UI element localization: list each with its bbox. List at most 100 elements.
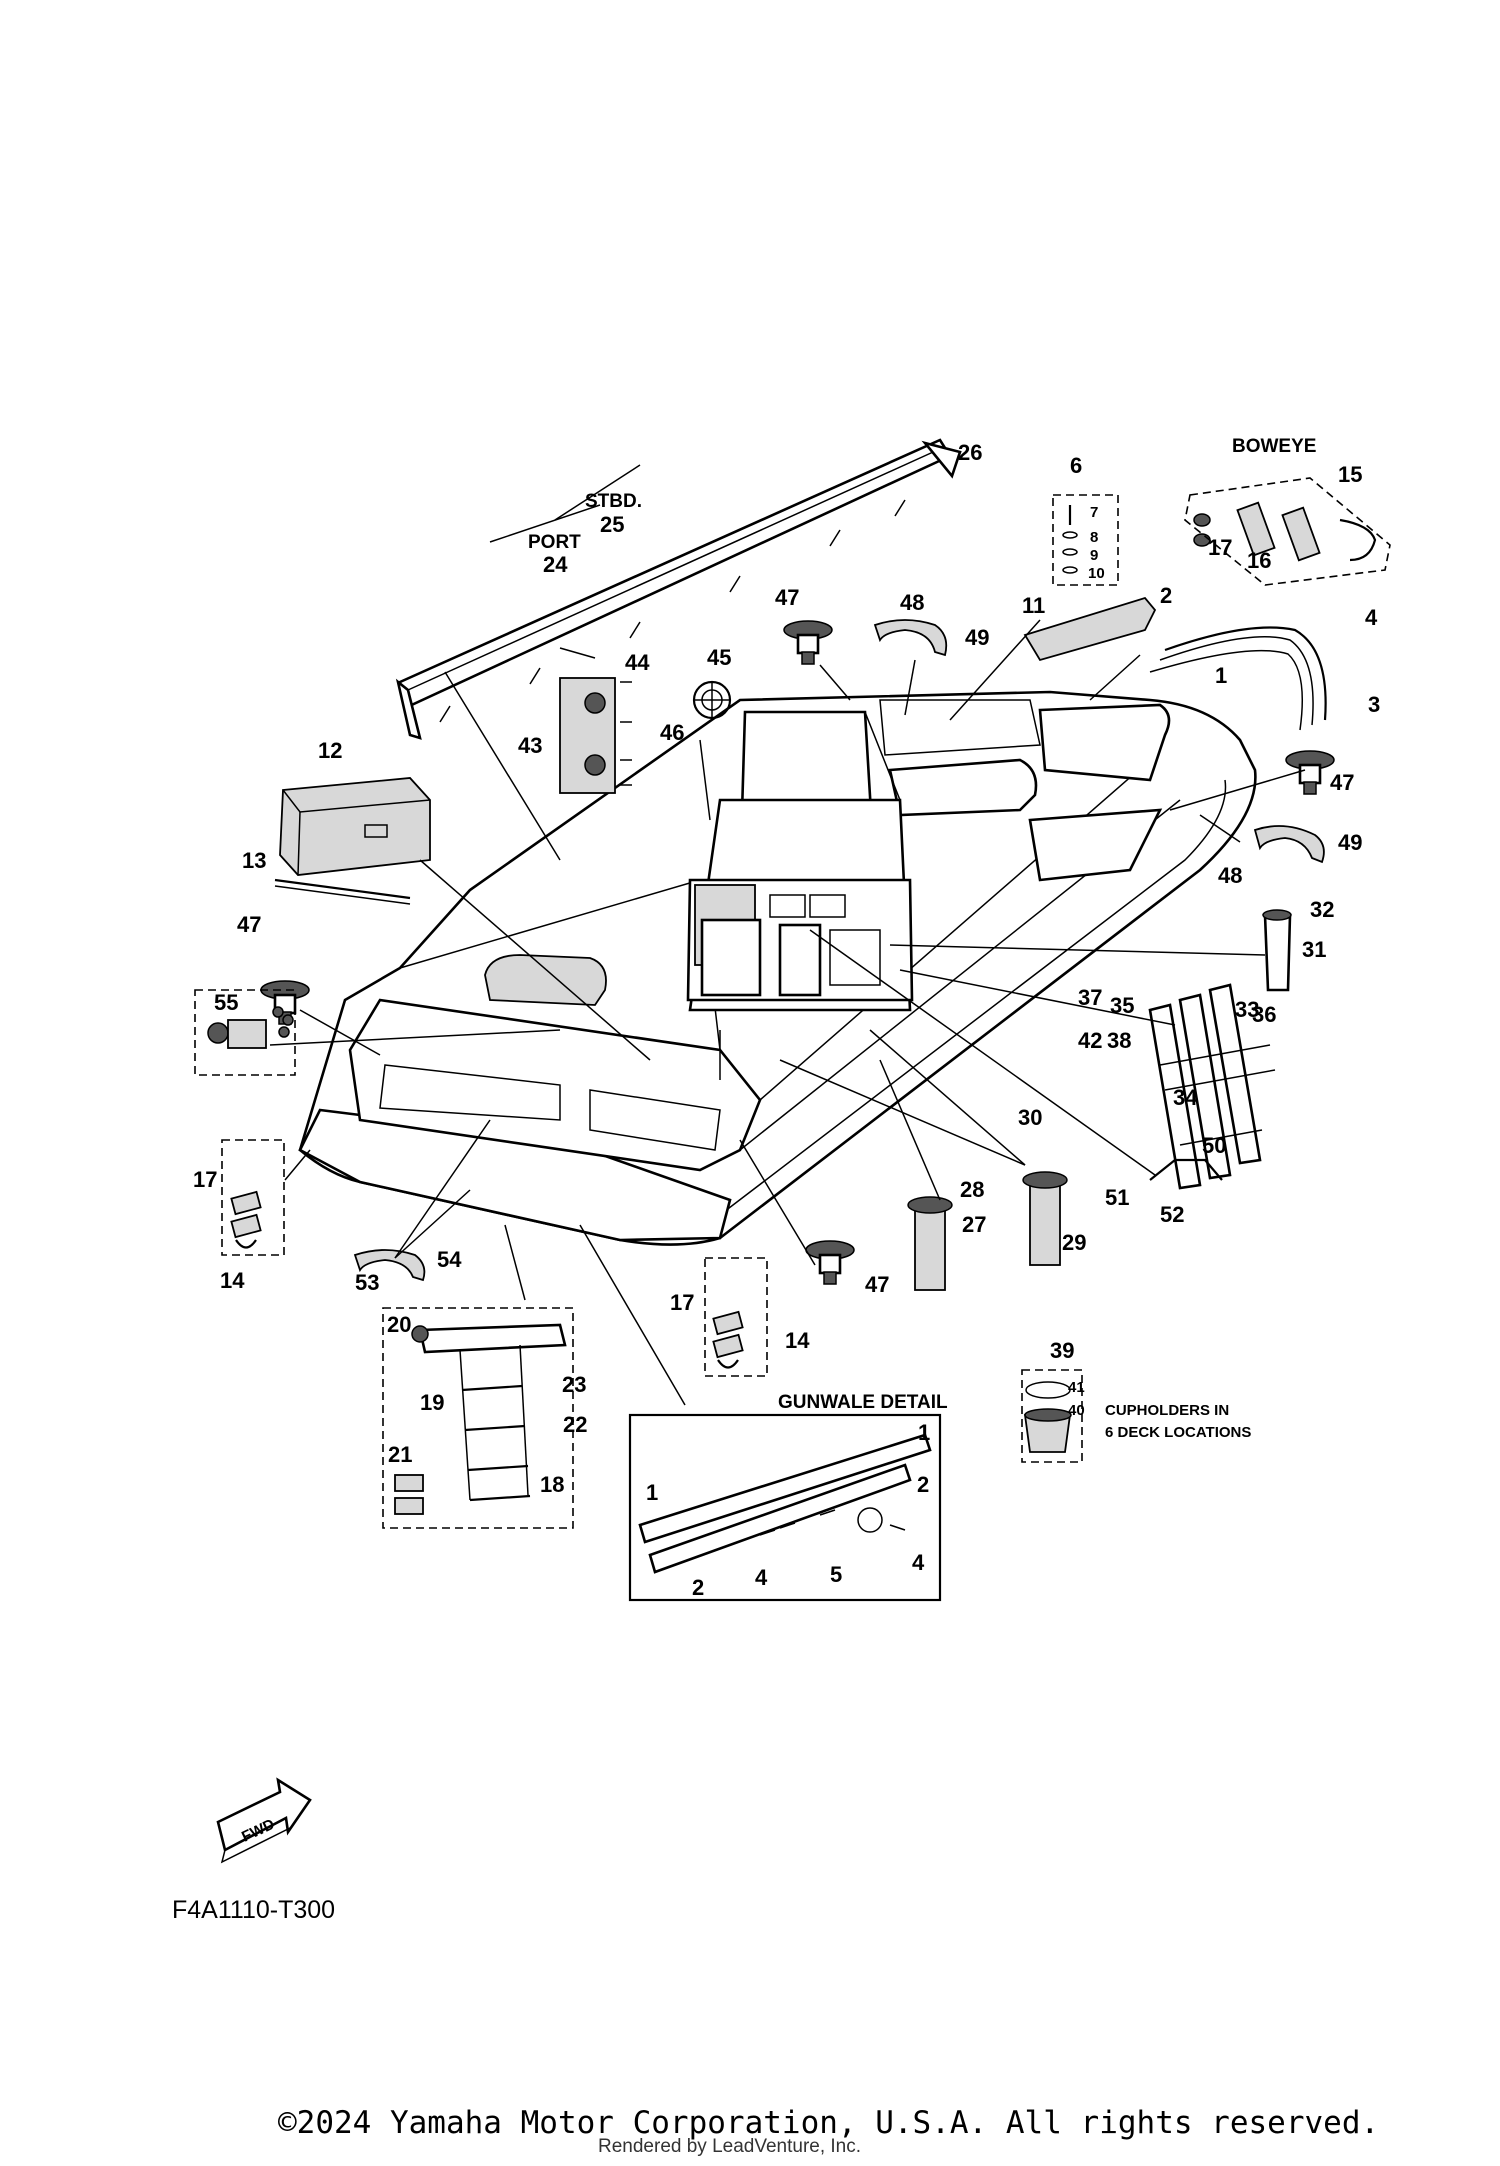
fwd-arrow-icon	[216, 1777, 312, 1864]
callout-label: 4	[755, 1565, 768, 1590]
callout-label: 17	[1208, 535, 1232, 560]
callout-label: 35	[1110, 993, 1134, 1018]
callout-label: 15	[1338, 462, 1362, 487]
callout-label: 49	[965, 625, 989, 650]
callout-label: 16	[1247, 548, 1271, 573]
section-labels: GUNWALE DETAIL CUPHOLDERS IN 6 DECK LOCA…	[172, 1392, 1251, 1924]
tie-rod-part	[274, 878, 411, 905]
callout-label: 49	[1338, 830, 1362, 855]
callout-label: 51	[1105, 1185, 1129, 1210]
shackle-parts	[230, 1190, 744, 1369]
callout-label: 17	[670, 1290, 694, 1315]
cupholder-part	[1023, 1381, 1072, 1453]
center-console	[686, 710, 914, 1012]
callout-label: 42	[1078, 1028, 1102, 1053]
callout-label: 33	[1235, 997, 1259, 1022]
gunwale-detail-box	[628, 1413, 942, 1602]
port-label: PORT	[528, 532, 581, 553]
copyright-text: ©2024 Yamaha Motor Corporation, U.S.A. A…	[278, 2105, 1379, 2141]
callout-label: 23	[562, 1372, 586, 1397]
callout-label: 30	[1018, 1105, 1042, 1130]
callout-label: 55	[214, 990, 238, 1015]
callout-label: 36	[1252, 1002, 1276, 1027]
footer: ©2024 Yamaha Motor Corporation, U.S.A. A…	[278, 2105, 1379, 2157]
callout-label: 43	[518, 733, 542, 758]
callout-label: 8	[1090, 529, 1098, 546]
callout-label: 4	[912, 1550, 925, 1575]
callout-label: 18	[540, 1472, 564, 1497]
cooler-box-part	[279, 777, 431, 876]
part-callouts: 26 25 24 6 7 8 9 10 15 17 16 11 2 4 1 3 …	[193, 440, 1380, 1600]
callout-label: 45	[707, 645, 731, 670]
callout-label: 32	[1310, 897, 1334, 922]
callout-label: 29	[1062, 1230, 1086, 1255]
callout-label: 22	[563, 1412, 587, 1437]
callout-label: 2	[917, 1472, 929, 1497]
callout-label: 24	[543, 552, 568, 577]
callout-label: 11	[1022, 593, 1045, 618]
callout-label: 21	[388, 1442, 412, 1467]
callout-label: 19	[420, 1390, 444, 1415]
callout-label: 12	[318, 738, 342, 763]
callout-label: 4	[1365, 605, 1378, 630]
callout-label: 6	[1070, 453, 1082, 478]
callout-label: 25	[600, 512, 624, 537]
callout-label: 2	[1160, 583, 1172, 608]
callout-label: 28	[960, 1177, 984, 1202]
gunwale-detail-title: GUNWALE DETAIL	[778, 1392, 948, 1413]
callout-label: 34	[1173, 1085, 1198, 1110]
boarding-ladder-part	[394, 1323, 567, 1515]
group-boxes	[194, 477, 1391, 1602]
gunwale-rail-part	[395, 438, 962, 740]
header-labels: BOWEYE STBD. PORT	[528, 436, 1316, 553]
mount-plate-part	[1023, 596, 1157, 662]
callout-label: 5	[830, 1562, 842, 1587]
drain-plug-part	[207, 1006, 294, 1049]
boat-drawing	[194, 438, 1391, 1864]
grab-handles	[353, 619, 1325, 1282]
fastener-stack-part	[1062, 505, 1078, 574]
gunwale-detail-drawing	[638, 1433, 932, 1574]
diagram-code: F4A1110-T300	[172, 1896, 335, 1924]
leader-lines	[269, 464, 1306, 1406]
bow-strip-part	[1149, 626, 1327, 731]
cupholder-note-line-2: 6 DECK LOCATIONS	[1105, 1424, 1251, 1441]
callout-label: 48	[1218, 863, 1242, 888]
deck-vent-part	[692, 680, 732, 720]
callout-label: 1	[646, 1480, 658, 1505]
callout-label: 48	[900, 590, 924, 615]
callout-label: 54	[437, 1247, 462, 1272]
callout-label: 14	[785, 1328, 810, 1353]
callout-label: 27	[962, 1212, 986, 1237]
callout-label: 37	[1078, 985, 1102, 1010]
callout-label: 53	[355, 1270, 379, 1295]
boweye-label: BOWEYE	[1232, 436, 1316, 457]
callout-label: 47	[865, 1272, 889, 1297]
callout-label: 17	[193, 1167, 217, 1192]
stbd-label: STBD.	[585, 491, 642, 512]
access-panel-part	[559, 677, 632, 794]
callout-label: 50	[1202, 1133, 1226, 1158]
callout-label: 14	[220, 1268, 245, 1293]
callout-label: 9	[1090, 547, 1098, 564]
callout-label: 47	[775, 585, 799, 610]
callout-label: 47	[237, 912, 261, 937]
callout-label: 10	[1088, 565, 1105, 582]
callout-label: 41	[1068, 1379, 1085, 1396]
rendered-by-text: Rendered by LeadVenture, Inc.	[598, 2136, 861, 2157]
grip-tubes	[907, 1171, 1068, 1291]
boweye-part	[1193, 501, 1377, 562]
callout-label: 40	[1068, 1402, 1085, 1419]
hand-rail-part	[1149, 1158, 1223, 1181]
callout-label: 39	[1050, 1338, 1074, 1363]
callout-label: 46	[660, 720, 684, 745]
callout-label: 47	[1330, 770, 1354, 795]
callout-label: 1	[1215, 663, 1227, 688]
callout-label: 3	[1368, 692, 1380, 717]
callout-label: 2	[692, 1575, 704, 1600]
callout-label: 20	[387, 1312, 411, 1337]
callout-label: 52	[1160, 1202, 1184, 1227]
cupholder-note-line-1: CUPHOLDERS IN	[1105, 1402, 1229, 1419]
callout-label: 44	[625, 650, 650, 675]
